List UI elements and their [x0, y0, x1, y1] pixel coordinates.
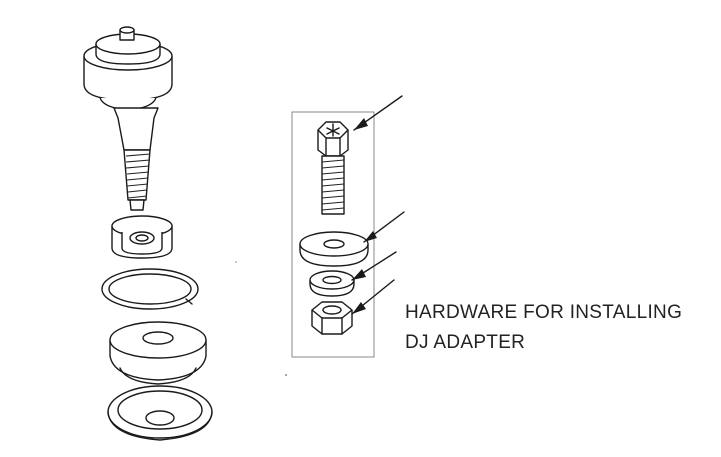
hex-bolt	[317, 121, 349, 215]
ball-joint-stud	[113, 107, 159, 211]
bottom-seat	[107, 385, 213, 441]
ball-joint-housing	[83, 26, 173, 111]
arrow-hex-nut	[352, 302, 366, 314]
leader-lines	[351, 95, 405, 315]
arrow-bolt	[354, 118, 368, 130]
speck	[285, 374, 287, 376]
hardware-caption: HARDWARE FOR INSTALLING DJ ADAPTER	[405, 298, 682, 358]
flat-washer	[299, 231, 369, 267]
speck	[235, 261, 237, 263]
snap-ring	[101, 268, 199, 310]
castle-nut	[111, 215, 173, 259]
caption-line-2: DJ ADAPTER	[405, 332, 526, 353]
dust-boot	[109, 321, 207, 385]
arrow-lock-washer	[352, 269, 366, 280]
lock-washer	[309, 270, 355, 297]
hex-nut	[311, 301, 353, 335]
arrow-flat-washer	[364, 231, 377, 242]
caption-line-1: HARDWARE FOR INSTALLING	[405, 302, 683, 323]
